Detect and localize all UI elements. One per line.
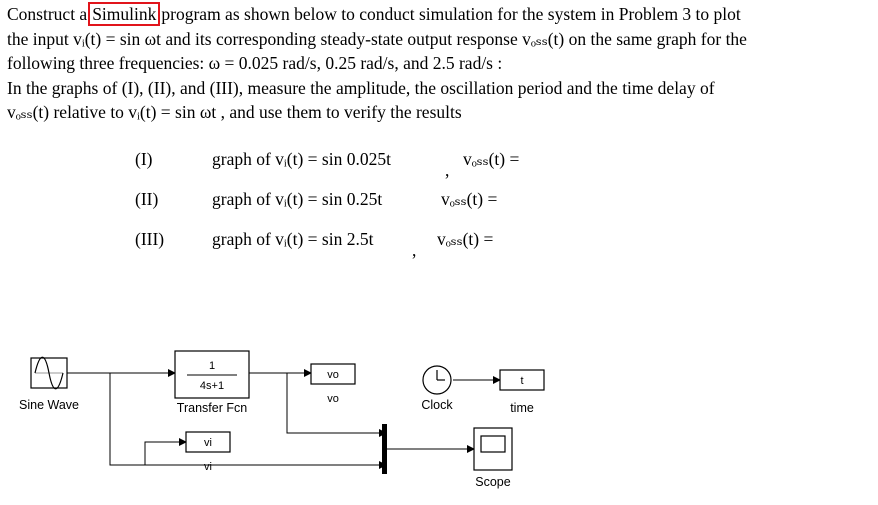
problem-line-2: the input vᵢ(t) = sin ωt and its corresp… <box>7 28 747 49</box>
transfer-fcn-numerator: 1 <box>209 360 215 372</box>
case-1-graph: graph of vᵢ(t) = sin 0.025t <box>212 149 391 169</box>
t-block-text: t <box>520 375 523 387</box>
time-label: time <box>510 401 534 415</box>
transfer-fcn-denominator: 4s+1 <box>200 380 224 392</box>
mux-block[interactable] <box>382 424 387 474</box>
sine-wave-block[interactable] <box>30 356 68 390</box>
problem-line-3: following three frequencies: ω = 0.025 r… <box>7 53 503 73</box>
vo-workspace-block[interactable] <box>310 363 356 385</box>
scope-icon <box>480 435 506 453</box>
case-3-output: vₒₛₛ(t) = <box>437 229 494 249</box>
clock-block[interactable] <box>422 365 452 395</box>
problem-text: Construct a <box>7 4 88 24</box>
vi-workspace-block[interactable] <box>185 431 231 453</box>
vi-label: vi <box>204 461 212 473</box>
vo-label: vo <box>327 393 339 405</box>
case-2-graph: graph of vᵢ(t) = sin 0.25t <box>212 189 383 209</box>
scope-label: Scope <box>475 475 510 489</box>
case-2-number: (II) <box>135 189 159 209</box>
time-workspace-block[interactable] <box>499 369 545 391</box>
case-3-comma: , <box>412 240 417 260</box>
case-3-number: (III) <box>135 229 165 249</box>
scope-block[interactable] <box>473 427 513 471</box>
clock-label: Clock <box>421 398 453 412</box>
simulink-highlight: Simulink <box>88 2 161 26</box>
transfer-fcn-label: Transfer Fcn <box>177 401 247 415</box>
problem-text: program as shown below to conduct simula… <box>161 4 741 24</box>
case-1-number: (I) <box>135 149 153 169</box>
problem-line-4: In the graphs of (I), (II), and (III), m… <box>7 77 715 98</box>
simulink-diagram: Sine Wave 1 4s+1 Transfer Fcn vo vo vi v… <box>19 350 545 489</box>
case-3-graph: graph of vᵢ(t) = sin 2.5t <box>212 229 374 249</box>
case-1-output: vₒₛₛ(t) = <box>463 149 520 169</box>
case-2-output: vₒₛₛ(t) = <box>441 189 498 209</box>
problem-line-5: vₒₛₛ(t) relative to vᵢ(t) = sin ωt , and… <box>7 102 462 122</box>
wires <box>67 369 501 469</box>
vi-block-text: vi <box>204 437 212 449</box>
sine-wave-label: Sine Wave <box>19 398 79 412</box>
vo-block-text: vo <box>327 369 339 381</box>
case-1-comma: , <box>445 160 450 180</box>
transfer-fcn-block[interactable] <box>174 350 250 399</box>
